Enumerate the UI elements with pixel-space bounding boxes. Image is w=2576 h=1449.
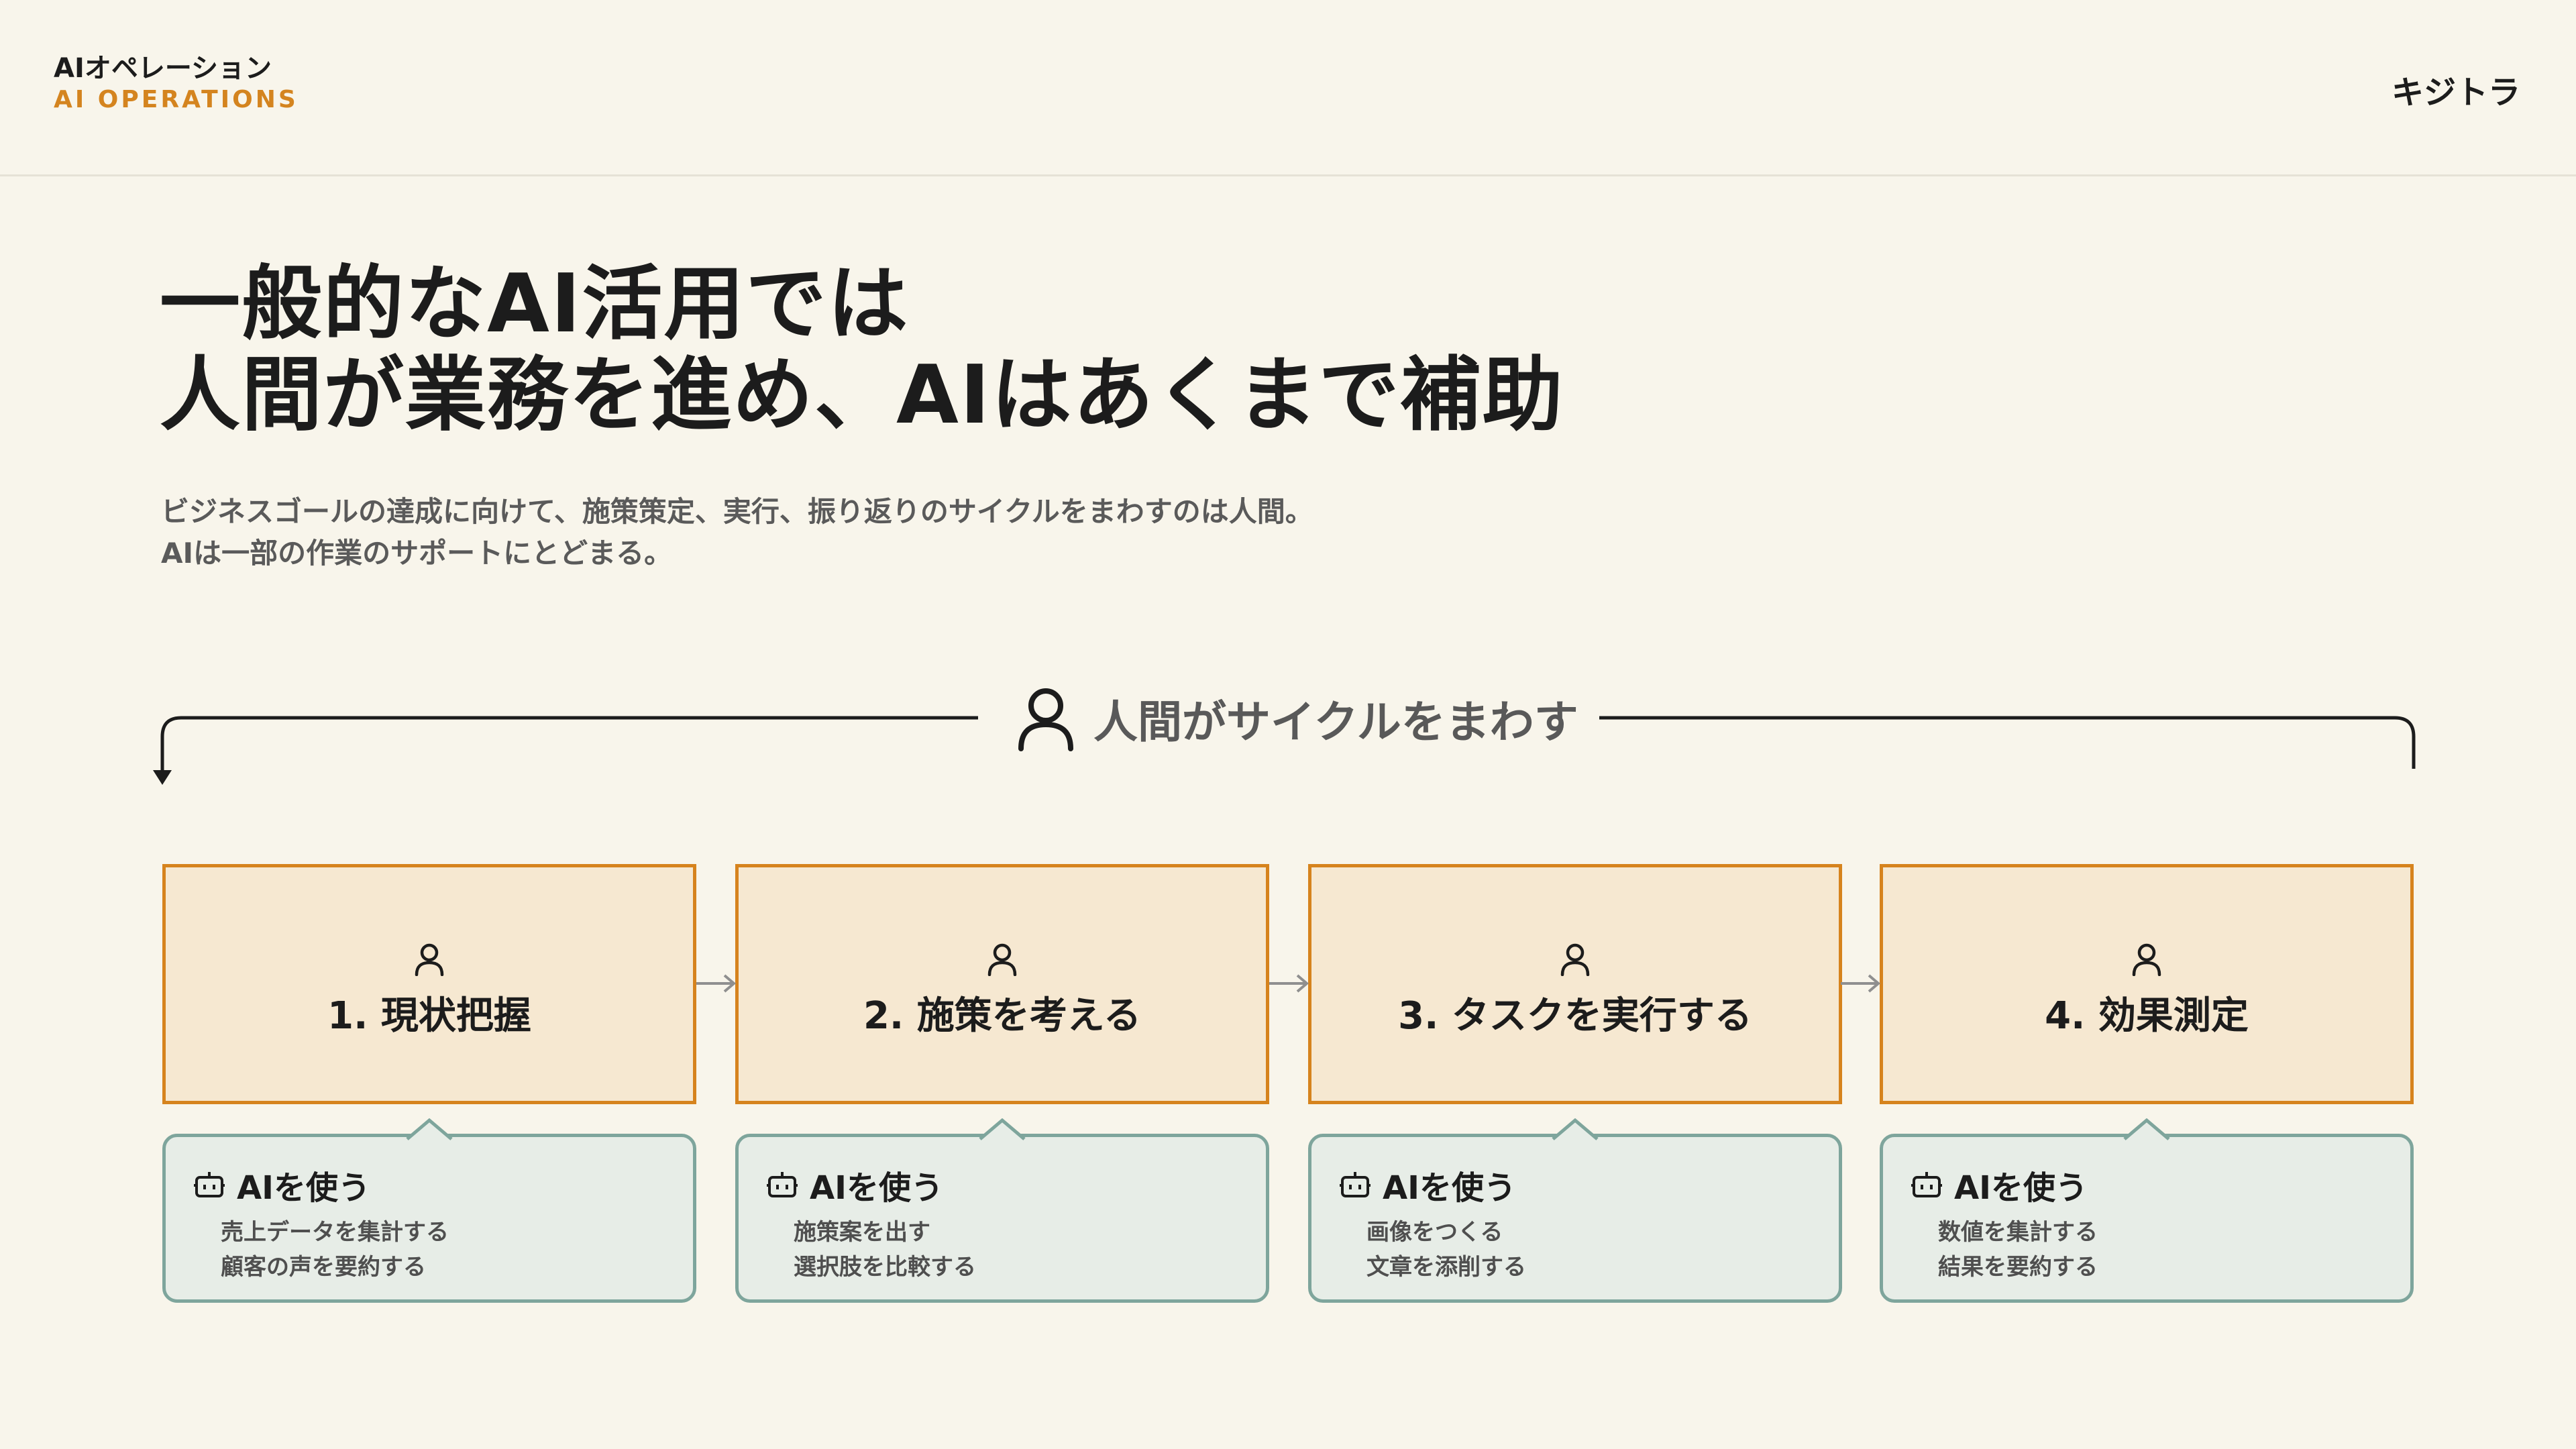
person-icon	[415, 943, 444, 976]
ai-header: AIを使う	[1340, 1161, 1516, 1208]
person-icon	[1560, 943, 1590, 976]
ai-header: AIを使う	[1911, 1161, 2088, 1208]
callout-pointer	[1552, 1118, 1599, 1141]
ai-task-item: 画像をつくる	[1366, 1219, 1503, 1246]
ai-task-list: 画像をつくる 文章を添削する	[1366, 1215, 1526, 1285]
ai-task-item: 数値を集計する	[1938, 1219, 2098, 1246]
callout-pointer	[406, 1118, 453, 1141]
headline-line-2: 人間が業務を進め、AIはあくまで補助	[160, 349, 1564, 442]
ai-title: AIを使う	[237, 1169, 371, 1207]
robot-icon	[767, 1172, 798, 1197]
arrow-right-icon	[696, 974, 737, 993]
lead-line-1: ビジネスゴールの達成に向けて、施策策定、実行、振り返りのサイクルをまわすのは人間…	[161, 495, 1313, 528]
header-divider	[0, 174, 2576, 176]
cycle-label-text: 人間がサイクルをまわす	[1093, 696, 1578, 748]
ai-task-item: 結果を要約する	[1938, 1254, 2098, 1281]
ai-support-card-3: AIを使う 画像をつくる 文章を添削する	[1308, 1118, 1842, 1303]
ai-task-list: 売上データを集計する 顧客の声を要約する	[221, 1215, 449, 1285]
step-title: 4. 効果測定	[2045, 994, 2249, 1038]
robot-icon	[194, 1172, 225, 1197]
ai-title: AIを使う	[1383, 1169, 1517, 1207]
person-icon	[987, 943, 1017, 976]
ai-task-item: 選択肢を比較する	[794, 1254, 976, 1281]
ai-task-item: 売上データを集計する	[221, 1219, 449, 1246]
ai-support-card-1: AIを使う 売上データを集計する 顧客の声を要約する	[162, 1118, 696, 1303]
arrow-right-icon	[1841, 974, 1881, 993]
step-card-2: 2. 施策を考える	[735, 864, 1269, 1104]
ai-title: AIを使う	[1954, 1169, 2088, 1207]
company-name: キジトラ	[2391, 74, 2520, 111]
cycle-label: 人間がサイクルをまわす	[1000, 682, 1595, 755]
person-icon	[1018, 688, 1073, 751]
robot-icon	[1340, 1172, 1371, 1197]
ai-task-item: 顧客の声を要約する	[221, 1254, 426, 1281]
headline-line-1: 一般的なAI活用では	[160, 258, 910, 351]
step-title: 2. 施策を考える	[863, 994, 1142, 1038]
ai-header: AIを使う	[767, 1161, 943, 1208]
brand-title: AIオペレーション	[54, 53, 272, 84]
ai-support-card-2: AIを使う 施策案を出す 選択肢を比較する	[735, 1118, 1269, 1303]
step-card-3: 3. タスクを実行する	[1308, 864, 1842, 1104]
headline: 一般的なAI活用では 人間が業務を進め、AIはあくまで補助	[160, 259, 1564, 441]
callout-pointer	[2123, 1118, 2170, 1141]
brand-subtitle: AI OPERATIONS	[54, 86, 299, 113]
ai-support-card-4: AIを使う 数値を集計する 結果を要約する	[1880, 1118, 2414, 1303]
ai-task-item: 施策案を出す	[794, 1219, 930, 1246]
step-title: 1. 現状把握	[327, 994, 531, 1038]
lead-text: ビジネスゴールの達成に向けて、施策策定、実行、振り返りのサイクルをまわすのは人間…	[161, 491, 1313, 574]
ai-title: AIを使う	[810, 1169, 944, 1207]
ai-header: AIを使う	[194, 1161, 370, 1208]
robot-icon	[1911, 1172, 1942, 1197]
step-card-4: 4. 効果測定	[1880, 864, 2414, 1104]
cycle-arrowhead	[153, 770, 172, 785]
ai-task-list: 数値を集計する 結果を要約する	[1938, 1215, 2098, 1285]
step-title: 3. タスクを実行する	[1398, 994, 1752, 1038]
callout-pointer	[979, 1118, 1026, 1141]
lead-line-2: AIは一部の作業のサポートにとどまる。	[161, 537, 673, 570]
arrow-right-icon	[1269, 974, 1309, 993]
person-icon	[2132, 943, 2161, 976]
ai-task-list: 施策案を出す 選択肢を比較する	[794, 1215, 976, 1285]
brand-block: AIオペレーション AI OPERATIONS	[54, 52, 299, 115]
ai-task-item: 文章を添削する	[1366, 1254, 1526, 1281]
step-card-1: 1. 現状把握	[162, 864, 696, 1104]
